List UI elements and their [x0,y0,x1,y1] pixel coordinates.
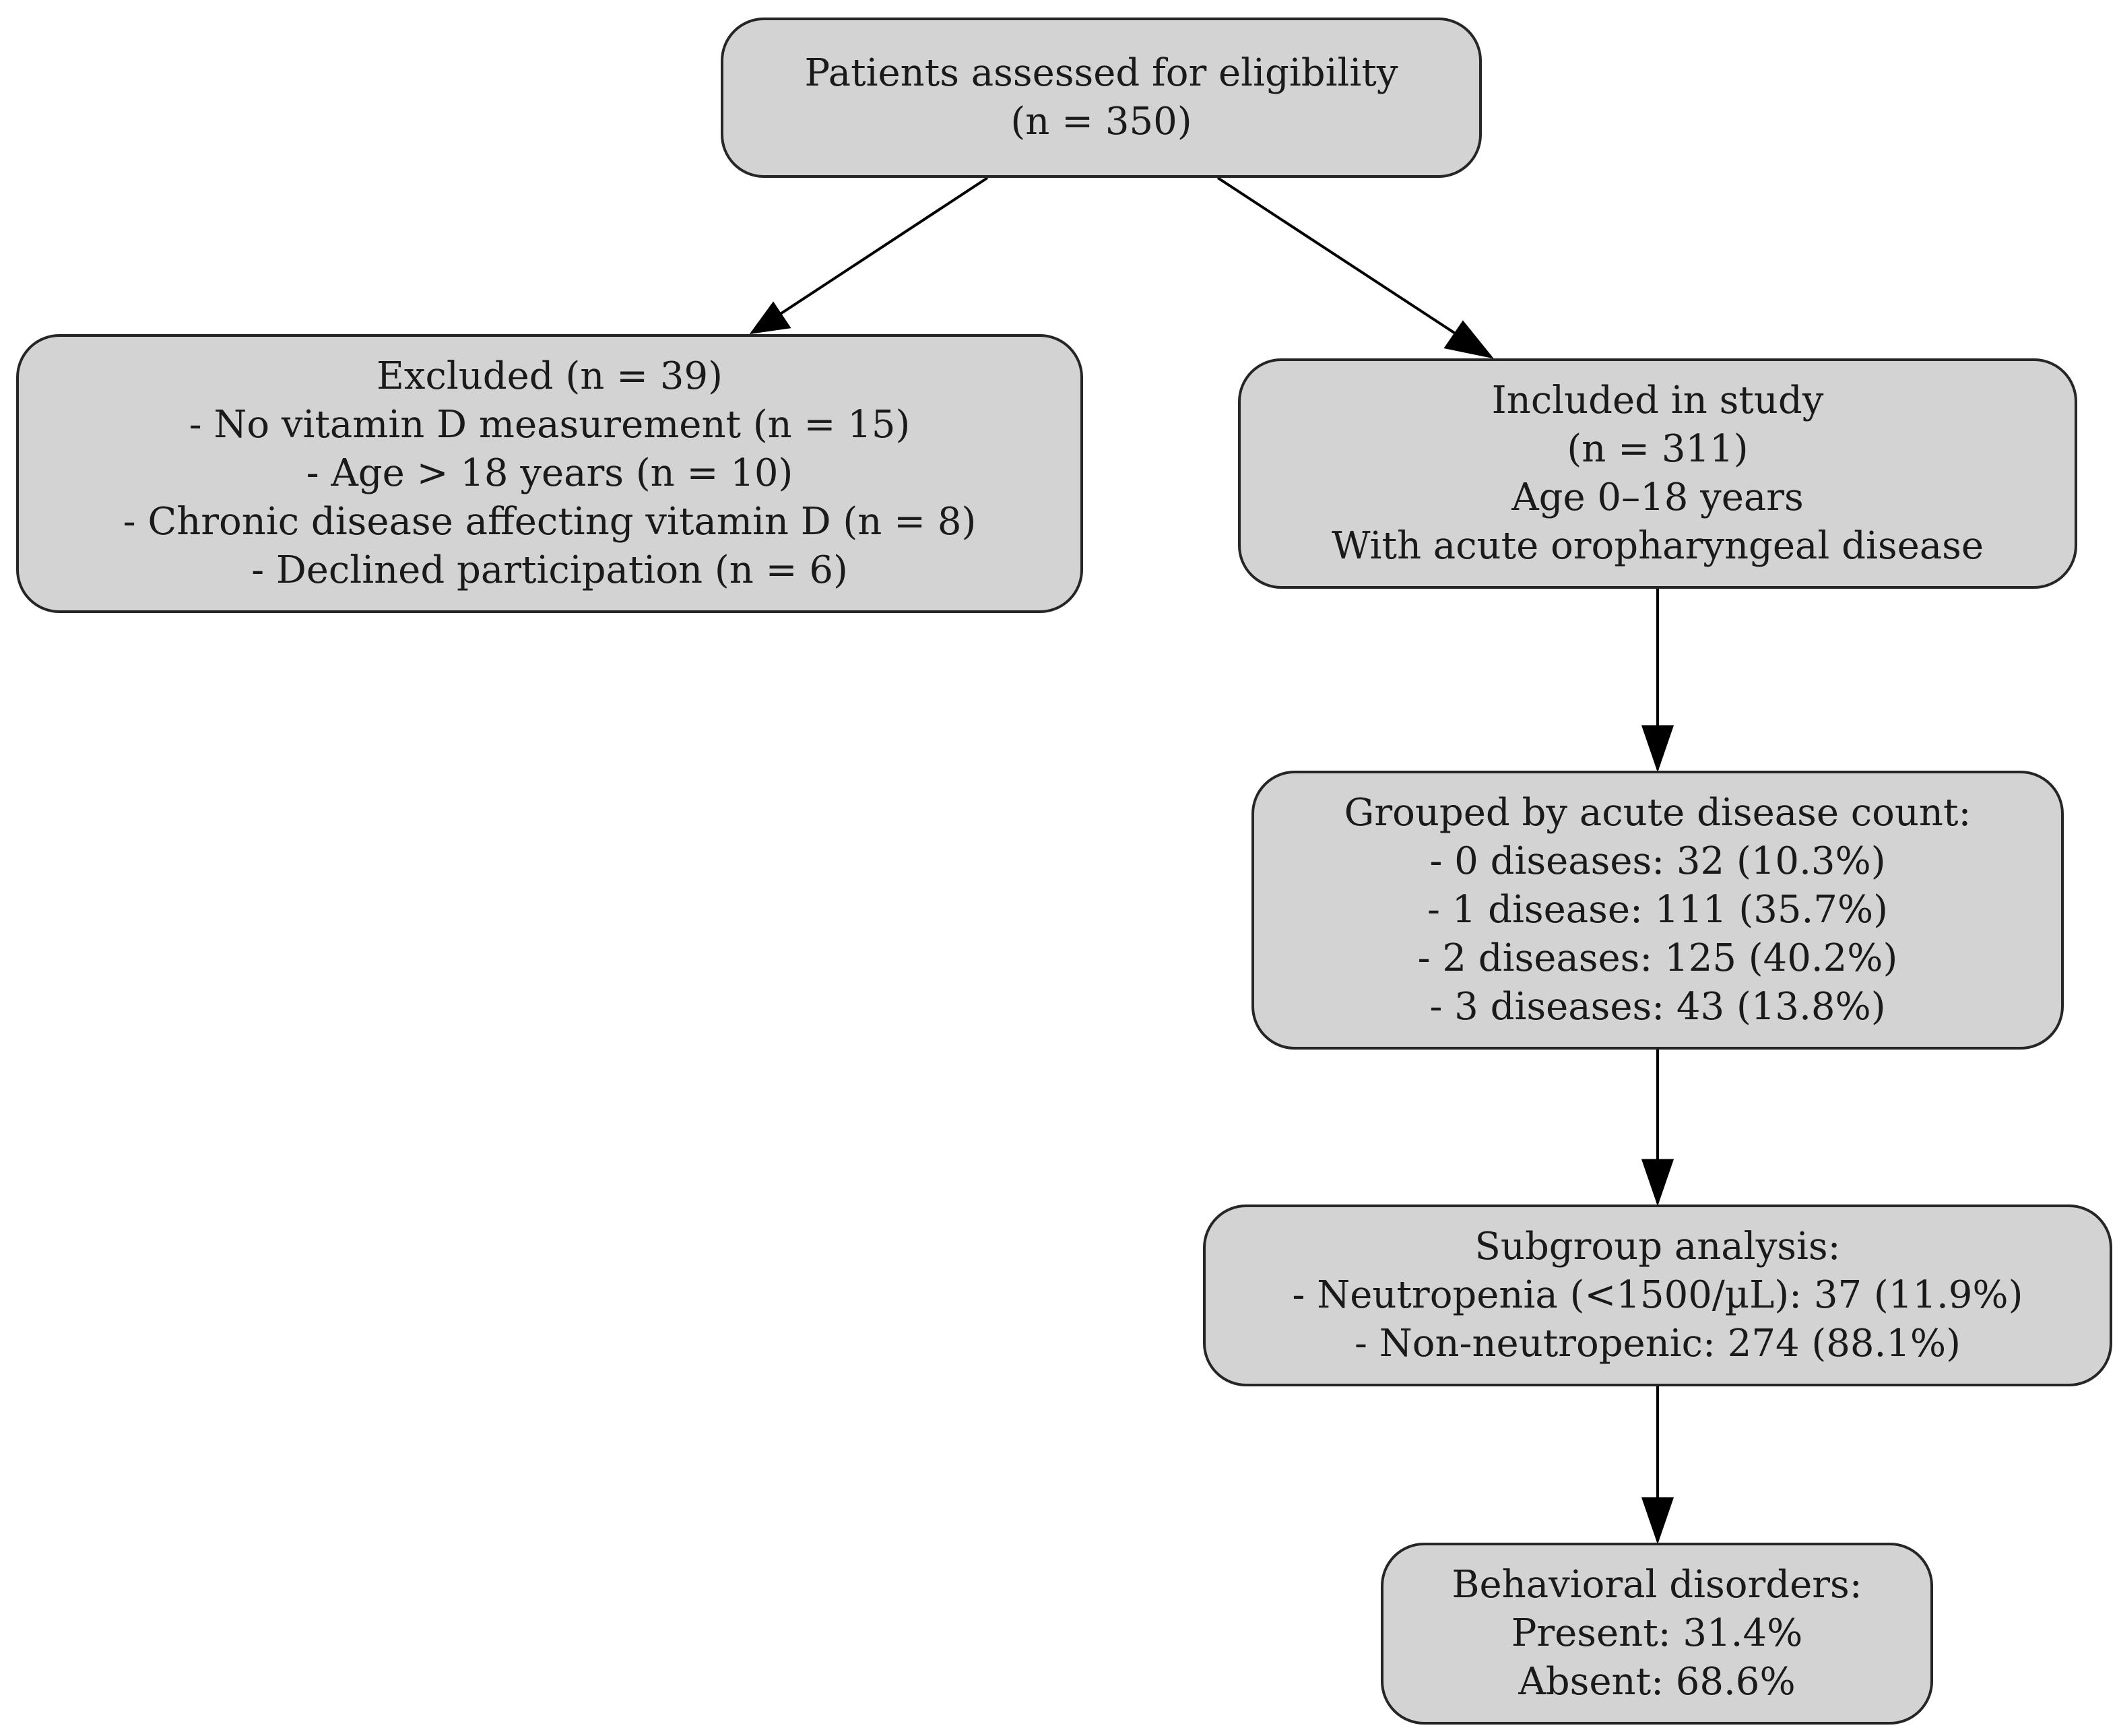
node-text-line: With acute oropharyngeal disease [1331,524,1984,568]
node-text-line: - Neutropenia (<1500/µL): 37 (11.9%) [1292,1273,2023,1317]
node-text-line: (n = 311) [1567,427,1749,471]
node-subgroup-analysis: Subgroup analysis: - Neutropenia (<1500/… [1203,1204,2112,1386]
node-text-line: Excluded (n = 39) [377,354,723,398]
node-text-line: - No vitamin D measurement (n = 15) [189,403,911,447]
arrowhead-subgroup-to-behavior [1641,1497,1674,1545]
node-patients-assessed: Patients assessed for eligibility (n = 3… [721,18,1482,178]
node-text-line: Age 0–18 years [1511,476,1804,519]
arrowhead-included-to-grouped [1641,725,1674,773]
arrow-screened-to-included [1216,176,1493,358]
node-text-line: - 0 diseases: 32 (10.3%) [1429,839,1886,883]
arrowhead-grouped-to-subgroup [1641,1159,1674,1207]
node-behavioral-disorders: Behavioral disorders: Present: 31.4% Abs… [1381,1543,1933,1725]
arrowhead-screened-to-excluded [749,301,791,334]
node-text-line: Patients assessed for eligibility [804,51,1398,95]
node-text-line: - Age > 18 years (n = 10) [306,451,793,495]
node-text-line: Absent: 68.6% [1518,1660,1796,1704]
node-excluded: Excluded (n = 39) - No vitamin D measure… [16,334,1083,613]
node-text-line: - 2 diseases: 125 (40.2%) [1417,936,1898,980]
node-text-line: Included in study [1491,379,1824,422]
node-text-line: (n = 350) [1010,100,1192,143]
node-text-line: Behavioral disorders: [1452,1563,1862,1607]
node-included-in-study: Included in study (n = 311) Age 0–18 yea… [1238,358,2077,589]
node-text-line: Subgroup analysis: [1474,1225,1841,1268]
arrow-screened-to-excluded [750,176,989,334]
node-text-line: - 1 disease: 111 (35.7%) [1427,888,1888,932]
node-text-line: - 3 diseases: 43 (13.8%) [1429,985,1886,1029]
node-text-line: - Declined participation (n = 6) [251,548,848,592]
node-text-line: - Chronic disease affecting vitamin D (n… [123,500,977,544]
node-text-line: - Non-neutropenic: 274 (88.1%) [1355,1322,1961,1365]
node-text-line: Grouped by acute disease count: [1344,791,1972,835]
node-grouped-by-disease-count: Grouped by acute disease count: - 0 dise… [1251,771,2064,1050]
node-text-line: Present: 31.4% [1511,1611,1803,1655]
arrowhead-screened-to-included [1443,320,1494,359]
